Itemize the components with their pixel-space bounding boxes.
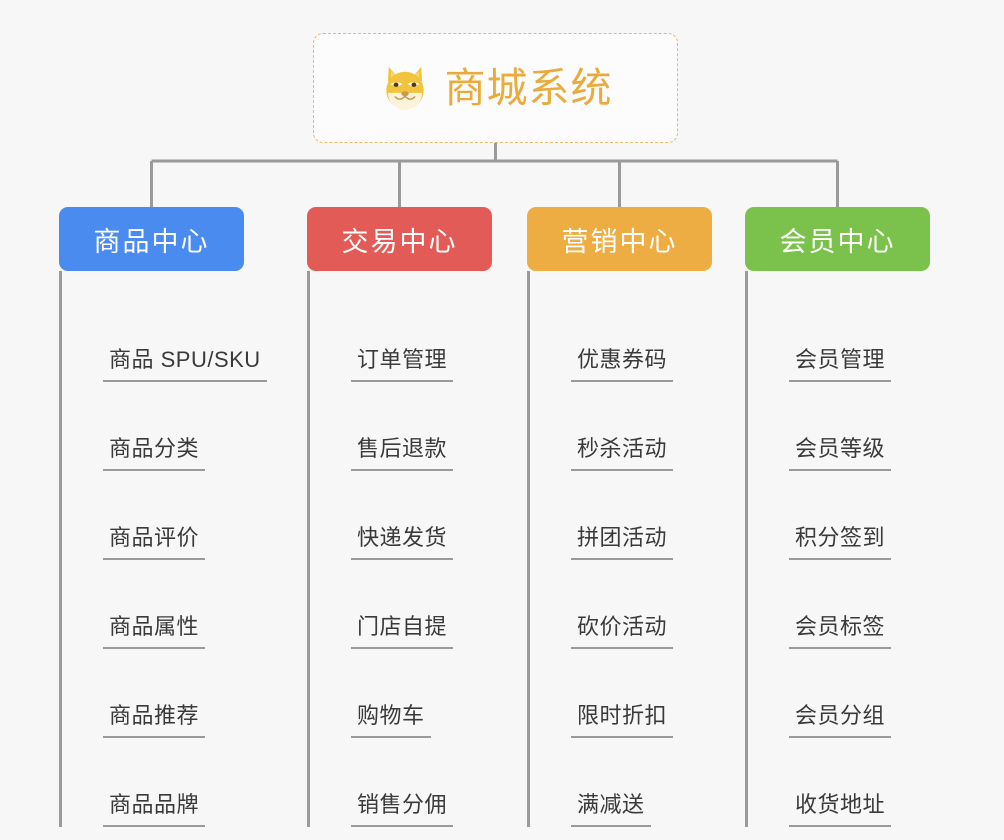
- leaf-item[interactable]: 销售分佣: [307, 738, 492, 827]
- leaf-item[interactable]: 商品推荐: [59, 649, 244, 738]
- leaf-item-label: 砍价活动: [571, 616, 674, 649]
- shiba-dog-face-icon: [385, 66, 424, 110]
- leaf-item-label: 商品 SPU/SKU: [103, 349, 267, 382]
- leaf-item[interactable]: 商品分类: [59, 382, 244, 471]
- leaf-item[interactable]: 门店自提: [307, 560, 492, 649]
- leaf-item-label: 门店自提: [351, 616, 454, 649]
- leaf-item-label: 商品分类: [103, 438, 206, 471]
- leaf-item-label: 商品品牌: [103, 794, 206, 827]
- leaf-item[interactable]: 会员标签: [745, 560, 930, 649]
- category-header-member-center[interactable]: 会员中心: [745, 207, 930, 271]
- leaf-item[interactable]: 秒杀活动: [527, 382, 712, 471]
- leaf-item-label: 收货地址: [789, 794, 892, 827]
- leaf-item-label: 会员分组: [789, 705, 892, 738]
- category-column-member-center: 会员中心会员管理会员等级积分签到会员标签会员分组收货地址: [745, 207, 930, 827]
- branch-trunk-line: [745, 271, 748, 827]
- leaf-list-member-center: 会员管理会员等级积分签到会员标签会员分组收货地址: [745, 271, 930, 827]
- leaf-item[interactable]: 商品 SPU/SKU: [59, 293, 267, 382]
- leaf-item[interactable]: 拼团活动: [527, 471, 712, 560]
- leaf-item[interactable]: 限时折扣: [527, 649, 712, 738]
- category-header-label: 交易中心: [341, 226, 458, 257]
- leaf-item[interactable]: 商品评价: [59, 471, 244, 560]
- leaf-item[interactable]: 购物车: [307, 649, 492, 738]
- leaf-item[interactable]: 满减送: [527, 738, 712, 827]
- leaf-item-label: 销售分佣: [351, 794, 454, 827]
- leaf-item-label: 商品评价: [103, 527, 206, 560]
- leaf-item-label: 快递发货: [351, 527, 454, 560]
- leaf-item[interactable]: 快递发货: [307, 471, 492, 560]
- leaf-item-label: 限时折扣: [571, 705, 674, 738]
- leaf-item[interactable]: 砍价活动: [527, 560, 712, 649]
- leaf-item-label: 积分签到: [789, 527, 892, 560]
- category-column-trade-center: 交易中心订单管理售后退款快递发货门店自提购物车销售分佣: [307, 207, 492, 827]
- category-column-marketing-center: 营销中心优惠券码秒杀活动拼团活动砍价活动限时折扣满减送: [527, 207, 712, 827]
- category-header-trade-center[interactable]: 交易中心: [307, 207, 492, 271]
- category-header-label: 营销中心: [561, 226, 678, 257]
- leaf-list-trade-center: 订单管理售后退款快递发货门店自提购物车销售分佣: [307, 271, 492, 827]
- leaf-item-label: 商品属性: [103, 616, 206, 649]
- leaf-item-label: 会员管理: [789, 349, 892, 382]
- leaf-item[interactable]: 会员等级: [745, 382, 930, 471]
- leaf-item-label: 会员等级: [789, 438, 892, 471]
- leaf-item-label: 购物车: [351, 705, 431, 738]
- category-header-label: 会员中心: [779, 226, 896, 257]
- leaf-item[interactable]: 积分签到: [745, 471, 930, 560]
- leaf-item-label: 商品推荐: [103, 705, 206, 738]
- leaf-item[interactable]: 会员管理: [745, 293, 930, 382]
- branch-trunk-line: [59, 271, 62, 827]
- branch-trunk-line: [527, 271, 530, 827]
- leaf-item-label: 满减送: [571, 794, 651, 827]
- category-header-product-center[interactable]: 商品中心: [59, 207, 244, 271]
- leaf-item[interactable]: 优惠券码: [527, 293, 712, 382]
- leaf-item[interactable]: 收货地址: [745, 738, 930, 827]
- root-node[interactable]: 商城系统: [313, 33, 678, 143]
- category-header-label: 商品中心: [93, 226, 210, 257]
- leaf-item[interactable]: 商品品牌: [59, 738, 244, 827]
- leaf-list-marketing-center: 优惠券码秒杀活动拼团活动砍价活动限时折扣满减送: [527, 271, 712, 827]
- leaf-item-label: 售后退款: [351, 438, 454, 471]
- leaf-item-label: 秒杀活动: [571, 438, 674, 471]
- leaf-item-label: 会员标签: [789, 616, 892, 649]
- leaf-list-product-center: 商品 SPU/SKU 商品分类商品评价商品属性商品推荐商品品牌: [59, 271, 267, 827]
- leaf-item-label: 订单管理: [351, 349, 454, 382]
- category-header-marketing-center[interactable]: 营销中心: [527, 207, 712, 271]
- leaf-item[interactable]: 会员分组: [745, 649, 930, 738]
- leaf-item[interactable]: 商品属性: [59, 560, 244, 649]
- leaf-item[interactable]: 售后退款: [307, 382, 492, 471]
- category-column-product-center: 商品中心商品 SPU/SKU 商品分类商品评价商品属性商品推荐商品品牌: [59, 207, 267, 827]
- branch-trunk-line: [307, 271, 310, 827]
- leaf-item-label: 拼团活动: [571, 527, 674, 560]
- leaf-item-label: 优惠券码: [571, 349, 674, 382]
- root-title: 商城系统: [444, 64, 613, 111]
- leaf-item[interactable]: 订单管理: [307, 293, 492, 382]
